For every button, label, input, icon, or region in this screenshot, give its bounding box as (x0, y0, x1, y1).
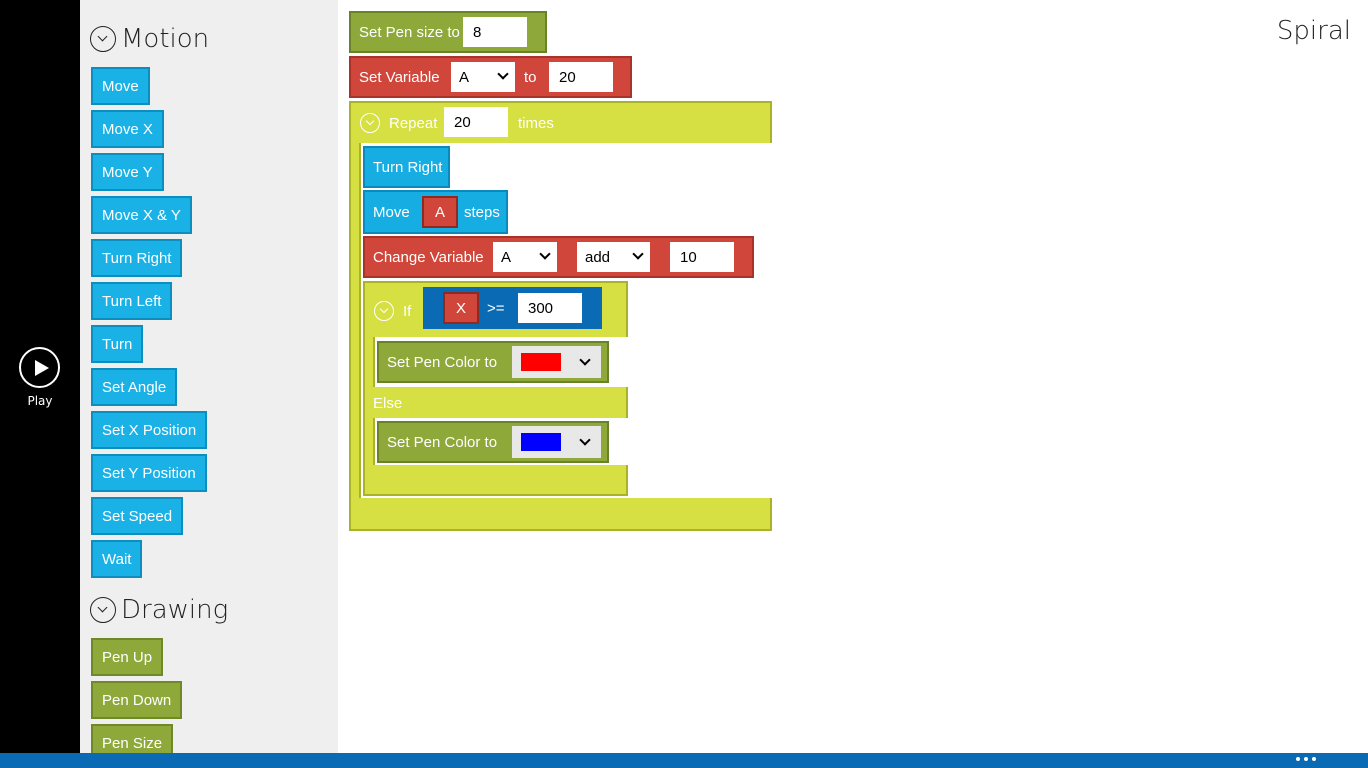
palette-move-xy[interactable]: Move X & Y (91, 196, 192, 234)
block-palette: Motion Move Move X Move Y Move X & Y Tur… (80, 0, 338, 753)
palette-set-speed[interactable]: Set Speed (91, 497, 184, 535)
palette-set-x-position[interactable]: Set X Position (91, 411, 208, 449)
category-label: Drawing (121, 595, 229, 625)
operation-select[interactable]: add (577, 242, 650, 272)
palette-wait[interactable]: Wait (91, 540, 143, 578)
palette-pen-up[interactable]: Pen Up (91, 638, 164, 676)
chevron-down-icon (632, 248, 644, 260)
palette-set-angle[interactable]: Set Angle (91, 368, 178, 406)
category-drawing-header[interactable]: Drawing (90, 593, 228, 627)
palette-move-y[interactable]: Move Y (91, 153, 164, 191)
steps-label: steps (464, 204, 500, 221)
repeat-count-input[interactable]: 20 (444, 107, 508, 137)
palette-turn-right[interactable]: Turn Right (91, 239, 183, 277)
block-label: Set Pen Color to (387, 434, 498, 451)
change-variable-select[interactable]: A (493, 242, 557, 272)
chevron-down-icon (579, 434, 591, 446)
block-move-steps[interactable]: Move A steps (363, 190, 508, 234)
app-bar (0, 753, 1368, 768)
palette-pen-size[interactable]: Pen Size (91, 724, 174, 753)
color-swatch-blue (521, 433, 561, 451)
chevron-down-icon (539, 248, 551, 260)
left-rail: Play (0, 0, 80, 753)
block-change-variable[interactable]: Change Variable A add 10 (363, 236, 754, 278)
condition-variable-chip[interactable]: X (443, 292, 479, 324)
chevron-down-icon (497, 68, 509, 80)
block-label: Set Pen Color to (387, 354, 498, 371)
palette-move[interactable]: Move (91, 67, 150, 105)
block-set-pen-color-red[interactable]: Set Pen Color to (377, 341, 609, 383)
palette-pen-down[interactable]: Pen Down (91, 681, 183, 719)
else-label: Else (373, 395, 403, 412)
block-label: Set Variable (359, 69, 440, 86)
play-label: Play (27, 394, 53, 408)
block-turn-right[interactable]: Turn Right (363, 146, 450, 188)
operation-value: add (585, 248, 611, 266)
block-label: Move (373, 204, 410, 221)
block-label: Set Pen size to (359, 24, 460, 41)
category-motion-header[interactable]: Motion (90, 22, 209, 56)
play-icon (35, 360, 49, 376)
color-swatch-red (521, 353, 561, 371)
to-label: to (524, 69, 537, 86)
pen-size-input[interactable]: 8 (463, 17, 527, 47)
chevron-down-circle-icon[interactable] (360, 113, 380, 133)
variable-value: A (501, 248, 512, 266)
times-label: times (518, 115, 554, 132)
pen-color-select[interactable] (512, 346, 601, 378)
move-variable-chip[interactable]: A (422, 196, 458, 228)
variable-select[interactable]: A (451, 62, 515, 92)
palette-move-x[interactable]: Move X (91, 110, 164, 148)
chevron-down-circle-icon[interactable] (90, 597, 116, 623)
condition-value-input[interactable]: 300 (518, 293, 582, 323)
block-set-pen-size[interactable]: Set Pen size to 8 (349, 11, 547, 53)
palette-turn[interactable]: Turn (91, 325, 144, 363)
condition-operator[interactable]: >= (487, 300, 505, 317)
block-label: Repeat (389, 115, 438, 132)
ellipsis-icon[interactable] (1296, 757, 1316, 761)
chevron-down-circle-icon[interactable] (90, 26, 116, 52)
block-label: Turn Right (373, 159, 443, 176)
pen-color-select[interactable] (512, 426, 601, 458)
palette-turn-left[interactable]: Turn Left (91, 282, 173, 320)
play-button[interactable] (19, 347, 60, 388)
project-title: Spiral (1276, 16, 1351, 46)
block-set-variable[interactable]: Set Variable A to 20 (349, 56, 632, 98)
category-label: Motion (121, 24, 210, 54)
block-set-pen-color-blue[interactable]: Set Pen Color to (377, 421, 609, 463)
change-variable-value-input[interactable]: 10 (670, 242, 734, 272)
block-label: Change Variable (373, 249, 484, 266)
palette-set-y-position[interactable]: Set Y Position (91, 454, 207, 492)
variable-value: A (459, 68, 470, 86)
condition-block[interactable]: X >= 300 (423, 287, 602, 329)
chevron-down-circle-icon[interactable] (374, 301, 394, 321)
chevron-down-icon (579, 354, 591, 366)
block-label: If (403, 303, 412, 320)
set-variable-value-input[interactable]: 20 (549, 62, 613, 92)
